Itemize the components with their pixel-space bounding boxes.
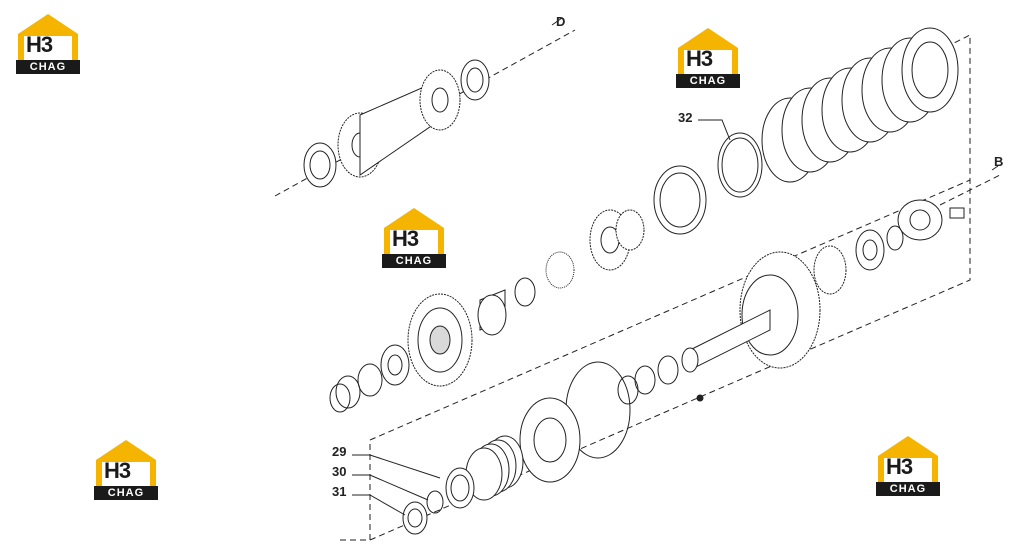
callout-29: 29 [332, 444, 347, 459]
callout-32: 32 [678, 110, 693, 125]
part-32-ring [717, 132, 763, 198]
brand-logo: H3 CHAG [90, 436, 162, 500]
logo-plate: CHAG [16, 60, 80, 74]
axis-label-b: B [994, 154, 1004, 169]
logo-plate: CHAG [676, 74, 740, 88]
shaft-d-assembly [303, 59, 490, 188]
callout-31: 31 [332, 484, 347, 499]
axis-b-line [939, 174, 1001, 206]
logo-text: H3 [886, 454, 913, 479]
part-29 [445, 467, 475, 509]
spring [465, 435, 524, 501]
brand-logo: H3 CHAG [12, 10, 84, 74]
part-30 [426, 490, 444, 514]
logo-text: H3 [686, 46, 713, 71]
brand-logo: H3 CHAG [378, 204, 450, 268]
logo-plate: CHAG [876, 482, 940, 496]
logo-plate: CHAG [382, 254, 446, 268]
house-icon [18, 14, 78, 60]
logo-text: H3 [26, 32, 53, 57]
house-icon [96, 440, 156, 486]
part-31 [402, 501, 428, 535]
piston-assembly [519, 361, 631, 483]
brand-logo: H3 CHAG [872, 432, 944, 496]
axis-label-d: D [556, 14, 566, 29]
large-gear-left [407, 293, 473, 387]
house-icon [878, 436, 938, 482]
logo-plate: CHAG [94, 486, 158, 500]
house-icon [384, 208, 444, 254]
shaft-b-assembly [681, 199, 965, 373]
callout-30: 30 [332, 464, 347, 479]
clutch-disc-pack [761, 27, 959, 183]
house-icon [678, 28, 738, 74]
center-gear-cluster [589, 209, 645, 271]
brand-logo: H3 CHAG [672, 24, 744, 88]
logo-text: H3 [392, 226, 419, 251]
assembly-frame [340, 34, 971, 541]
logo-text: H3 [104, 458, 131, 483]
